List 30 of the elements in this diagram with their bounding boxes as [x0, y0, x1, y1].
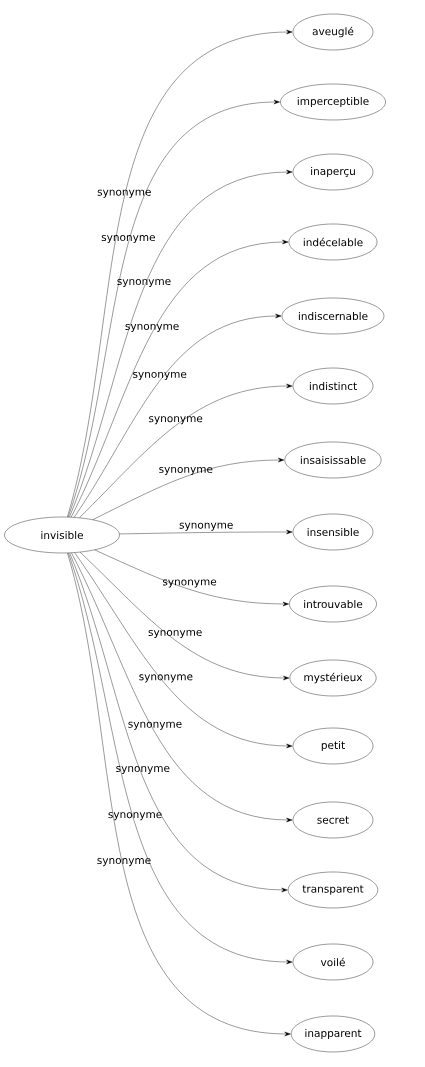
arrow [74, 313, 282, 518]
arrow [80, 552, 290, 681]
arrow [94, 549, 289, 607]
arrow [68, 552, 293, 965]
edge-label: synonyme [97, 858, 151, 867]
edge-label: synonyme [148, 630, 202, 639]
edge-label: synonyme [133, 371, 187, 380]
arrow [67, 29, 293, 518]
edge-label: synonyme [128, 721, 182, 730]
edge-label: synonyme [125, 323, 179, 333]
arrow [119, 529, 293, 535]
arrow [69, 552, 288, 893]
edge-label: synonyme [97, 189, 151, 198]
arrow [74, 552, 293, 749]
edge-label: synonyme [162, 579, 217, 588]
arrow [67, 552, 291, 1037]
edge-label: synonyme [117, 279, 171, 288]
edge-label: synonyme [108, 812, 162, 821]
arrow [71, 552, 293, 823]
edge-label: synonyme [139, 674, 193, 683]
arrow [92, 457, 285, 520]
edge-label: synonyme [159, 466, 213, 475]
edge-label: synonyme [101, 235, 155, 244]
edge-label: synonyme [149, 416, 203, 425]
edge-label: synonyme [179, 522, 233, 531]
arrow [69, 169, 293, 518]
arrow [79, 383, 293, 518]
arrow [68, 99, 280, 518]
edge-label: synonyme [116, 766, 170, 775]
arrow [71, 239, 289, 518]
